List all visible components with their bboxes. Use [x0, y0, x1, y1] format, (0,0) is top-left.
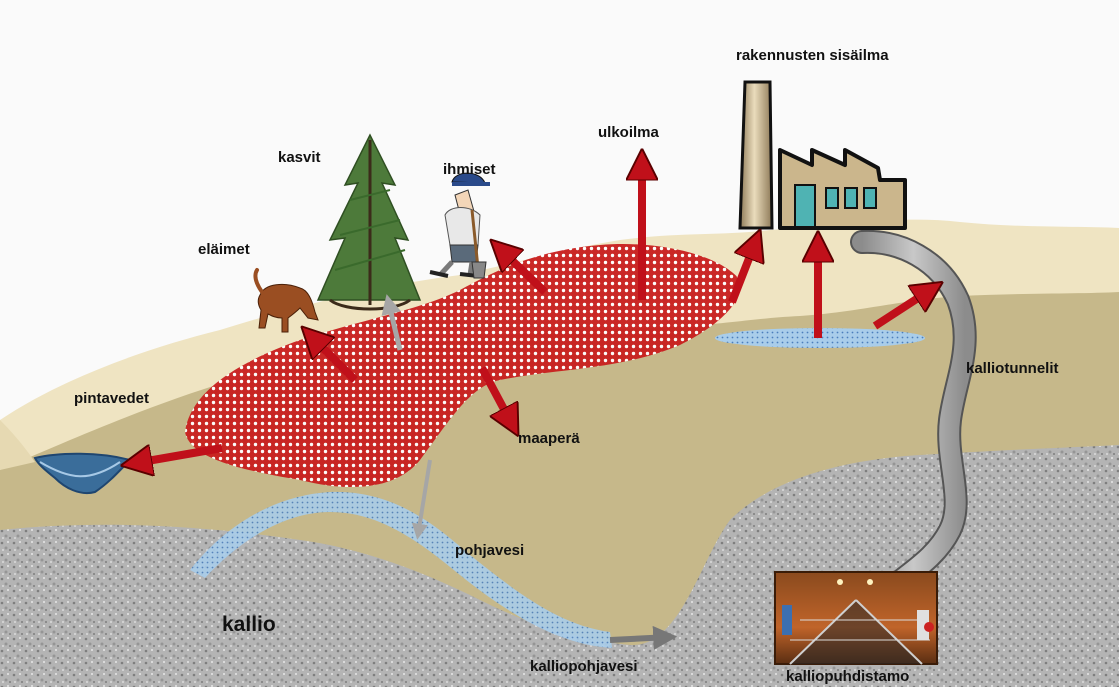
surface-water-shore — [39, 461, 121, 478]
label-building-indoor-air: rakennusten sisäilma — [736, 47, 889, 64]
surface-water — [33, 452, 132, 494]
spruce-tree-icon — [316, 133, 422, 311]
arrow-to-groundwater — [411, 459, 432, 540]
label-surface-water: pintavedet — [74, 390, 150, 407]
rock-tunnel-fill — [852, 231, 975, 600]
arrow-to-tunnel — [872, 287, 935, 330]
label-rock-treatment-plant: kalliopuhdistamo — [786, 668, 910, 685]
arrow-to-plants — [381, 294, 403, 351]
arrow-to-chimney — [728, 238, 757, 304]
factory-icon — [778, 148, 907, 230]
label-bedrock: kallio — [222, 613, 276, 636]
left-soil-slope — [0, 420, 35, 470]
label-soil: maaperä — [518, 430, 580, 447]
arrow-to-animals — [308, 333, 358, 383]
groundwater-band — [190, 491, 612, 648]
person-with-shovel-icon — [429, 172, 490, 279]
label-bedrock-groundwater: kalliopohjavesi — [530, 658, 638, 675]
dog-icon — [253, 268, 319, 333]
arrow-to-people — [497, 246, 548, 295]
arrow-to-soil — [478, 366, 514, 428]
label-plants: kasvit — [278, 149, 321, 166]
label-rock-tunnels: kalliotunnelit — [966, 360, 1059, 377]
contamination-plume — [185, 244, 741, 488]
label-groundwater: pohjavesi — [455, 542, 525, 559]
label-outdoor-air: ulkoilma — [598, 124, 659, 141]
label-animals: eläimet — [198, 241, 250, 258]
red-arrows — [130, 158, 935, 464]
label-people: ihmiset — [443, 161, 496, 178]
rock-treatment-plant-photo — [774, 571, 938, 665]
arrow-to-surface-water — [130, 444, 223, 464]
arrow-to-bedrock-groundwater — [609, 625, 678, 650]
chimney-icon — [738, 80, 774, 230]
